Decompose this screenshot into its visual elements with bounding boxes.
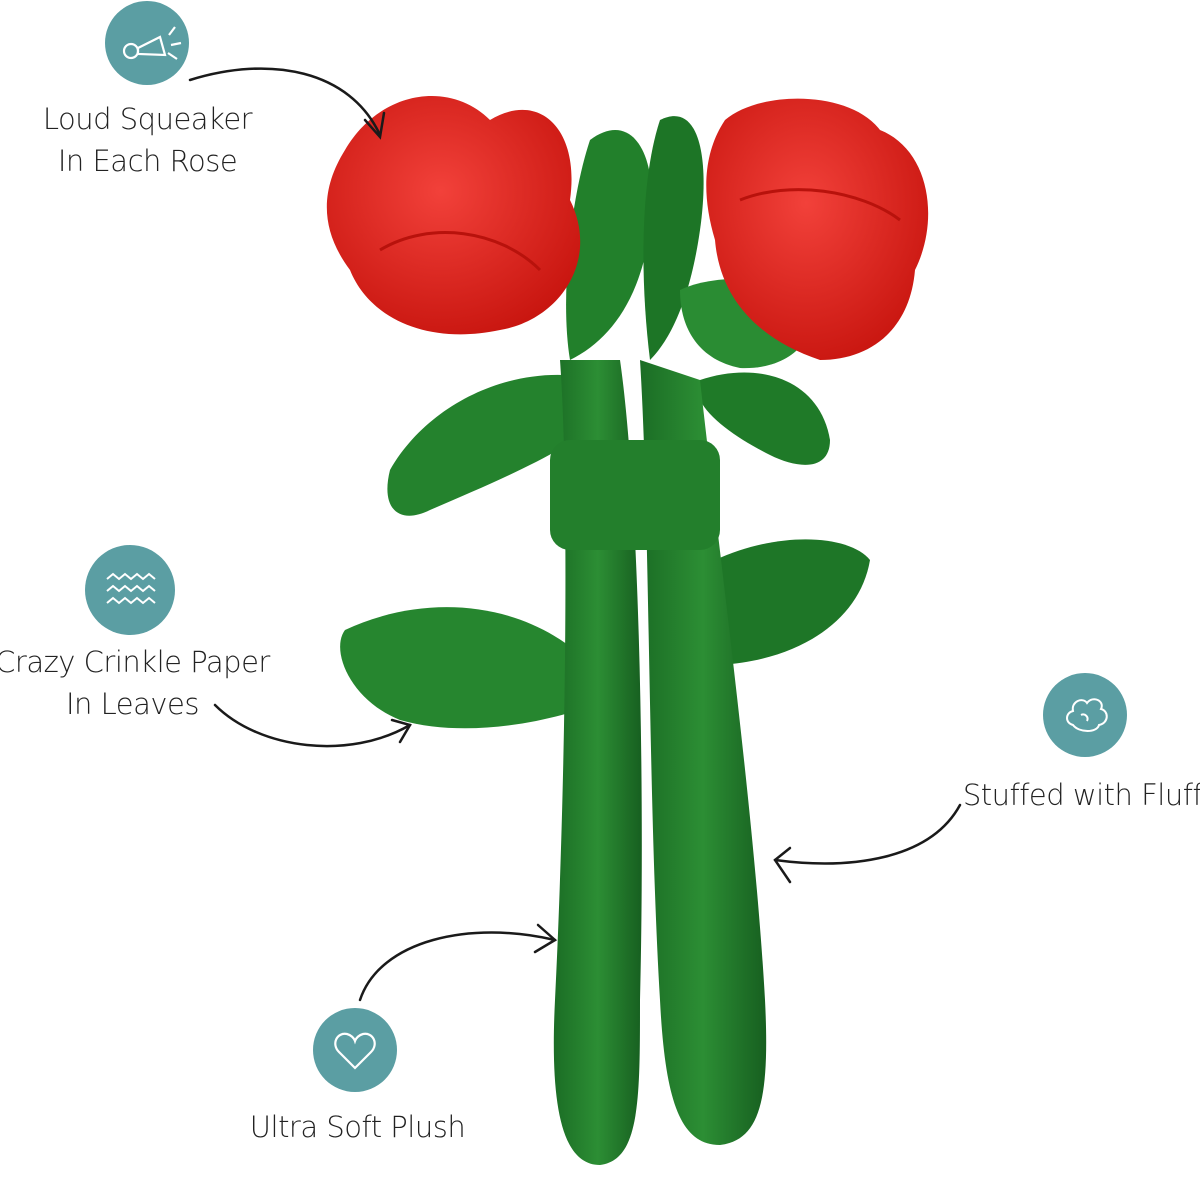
label-line: Stuffed with Fluff: [962, 778, 1200, 812]
callout-arrows: [188, 67, 962, 1002]
rose-right: [706, 98, 929, 361]
label-line: Crazy Crinkle Paper: [0, 645, 270, 679]
arrow-squeaker: [188, 67, 382, 137]
rose-left: [326, 96, 581, 335]
leaf-big-left: [340, 607, 605, 729]
stem-right: [640, 360, 767, 1145]
stem-left: [553, 360, 642, 1165]
squeaker-horn-icon: [105, 1, 189, 85]
crinkle-waves-icon: [85, 545, 175, 635]
leaf-upper-right: [700, 372, 830, 465]
feature-crinkle-label: Crazy Crinkle Paper In Leaves: [0, 641, 270, 725]
feature-plush-label: Ultra Soft Plush: [245, 1106, 470, 1148]
arrow-fluff: [773, 803, 962, 865]
leaf-right: [715, 539, 870, 665]
cotton-fluff-icon: [1043, 673, 1127, 757]
sepal-left: [566, 130, 652, 360]
arrow-plush: [358, 931, 557, 1002]
feature-squeaker-label: Loud Squeaker In Each Rose: [40, 98, 255, 182]
label-line: In Leaves: [65, 687, 200, 721]
label-line: In Each Rose: [57, 144, 238, 178]
label-line: Ultra Soft Plush: [249, 1110, 466, 1144]
sepal-right: [643, 116, 704, 361]
label-line: Loud Squeaker: [42, 102, 253, 136]
leaf-upper-left: [387, 374, 600, 516]
stem-wrap: [550, 440, 720, 550]
feature-fluff-label: Stuffed with Fluff: [960, 774, 1200, 816]
heart-icon: [313, 1008, 397, 1092]
arrow-crinkle: [213, 703, 412, 748]
